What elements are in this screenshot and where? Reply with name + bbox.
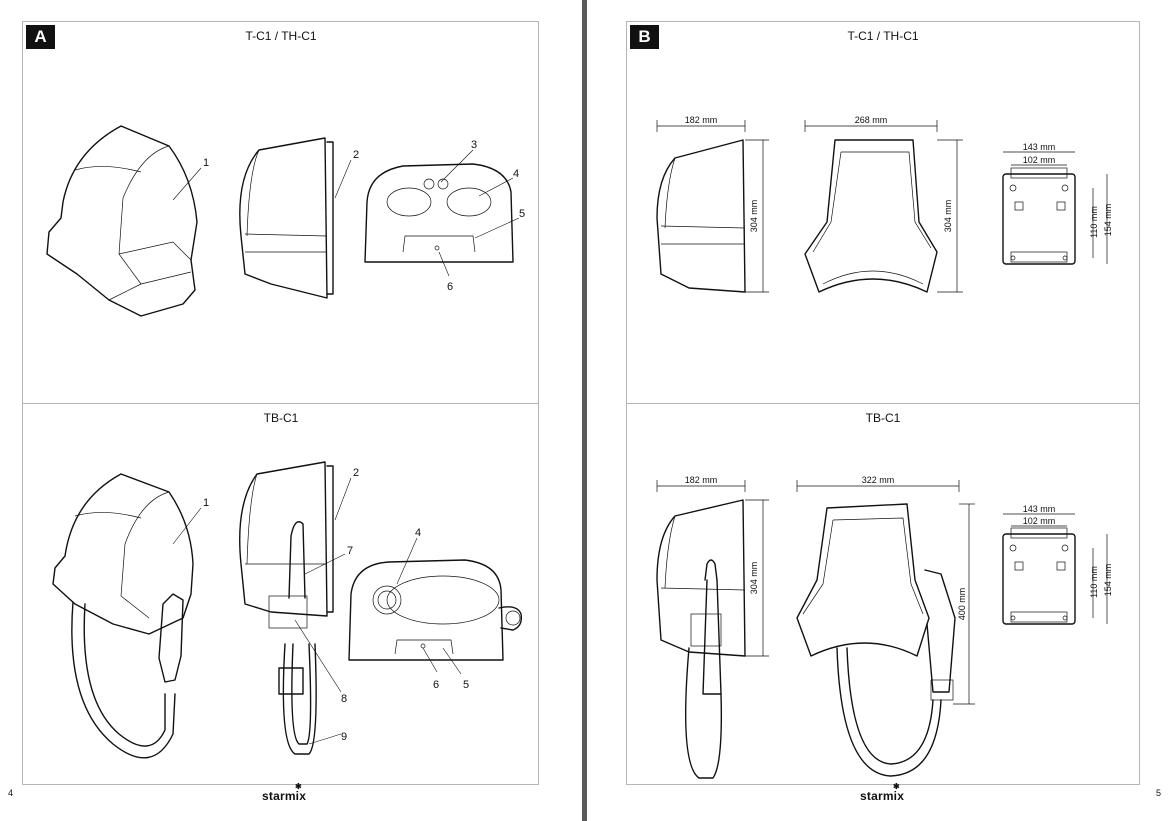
dim-plate-inner-h-bottom: 110 mm	[1089, 566, 1099, 598]
right-section-separator	[627, 403, 1139, 404]
left-section-separator	[23, 403, 538, 404]
callout-tb-7: 7	[347, 545, 353, 557]
dryer-bottom-view	[364, 163, 514, 263]
callout-3: 3	[471, 139, 477, 151]
dryer-hose-bottom-view	[348, 559, 523, 661]
left-logo: starmix✱	[262, 782, 307, 803]
left-logo-text: starmix	[262, 789, 307, 803]
dim-depth-top: 182 mm	[685, 115, 718, 125]
dryer-front-view	[46, 125, 198, 317]
left-bottom-illustration: 1 2 7 8 9 4 6 5	[52, 461, 523, 759]
right-bottom-dimensions: 182 mm 304 mm 322 mm 400 mm 143 mm	[656, 475, 1113, 779]
logo-star-icon: ✱	[893, 782, 900, 791]
logo-star-icon: ✱	[295, 782, 302, 791]
callout-tb-2: 2	[353, 467, 359, 479]
callout-2: 2	[353, 149, 359, 161]
dim-width-bottom: 322 mm	[862, 475, 895, 485]
section-badge-b: B	[630, 25, 659, 49]
left-page-frame: A T-C1 / TH-C1 TB-C1	[22, 21, 539, 785]
dim-plate-inner-w-bottom: 102 mm	[1023, 516, 1056, 526]
section-badge-a: A	[26, 25, 55, 49]
dim-plate-outer-w-top: 143 mm	[1023, 142, 1056, 152]
dim-plate-outer-h-top: 154 mm	[1103, 204, 1113, 237]
callout-tb-6: 6	[433, 679, 439, 691]
dim-height-back-top: 304 mm	[943, 200, 953, 233]
right-page-number: 5	[1156, 788, 1162, 798]
dim-plate-outer-w-bottom: 143 mm	[1023, 504, 1056, 514]
dim-height-side-top: 304 mm	[749, 200, 759, 233]
left-top-title: T-C1 / TH-C1	[245, 29, 317, 43]
callout-tb-5: 5	[463, 679, 469, 691]
left-page-number: 4	[8, 788, 14, 798]
callout-tb-9: 9	[341, 731, 347, 743]
right-top-title: T-C1 / TH-C1	[847, 29, 919, 43]
dim-depth-bottom: 182 mm	[685, 475, 718, 485]
dim-plate-inner-h-top: 110 mm	[1089, 206, 1099, 238]
dim-height-back-bottom: 400 mm	[957, 588, 967, 621]
callout-tb-8: 8	[341, 693, 347, 705]
dim-width-top: 268 mm	[855, 115, 888, 125]
callout-tb-1: 1	[203, 497, 209, 509]
dryer-hose-side-view	[239, 461, 334, 755]
callout-4: 4	[513, 168, 519, 180]
dryer-side-view	[239, 137, 334, 299]
right-top-dimensions: 182 mm 304 mm 268 mm 304 mm 143 mm 102 m…	[656, 115, 1113, 293]
dim-plate-outer-h-bottom: 154 mm	[1103, 564, 1113, 597]
right-logo: starmix✱	[860, 782, 905, 803]
page-divider	[582, 0, 587, 821]
dim-plate-inner-w-top: 102 mm	[1023, 155, 1056, 165]
callout-5: 5	[519, 208, 525, 220]
right-bottom-title: TB-C1	[865, 411, 901, 425]
callout-6: 6	[447, 281, 453, 293]
dryer-hose-front-view	[52, 473, 194, 759]
dim-height-side-bottom: 304 mm	[749, 562, 759, 595]
callout-tb-4: 4	[415, 527, 421, 539]
callout-1: 1	[203, 157, 209, 169]
right-logo-text: starmix	[860, 789, 905, 803]
left-top-illustration: 1 2 3 4 5 6	[46, 125, 525, 317]
left-bottom-title: TB-C1	[263, 411, 299, 425]
right-page-frame: B T-C1 / TH-C1 TB-C1 182 mm 304 mm 268 m…	[626, 21, 1140, 785]
